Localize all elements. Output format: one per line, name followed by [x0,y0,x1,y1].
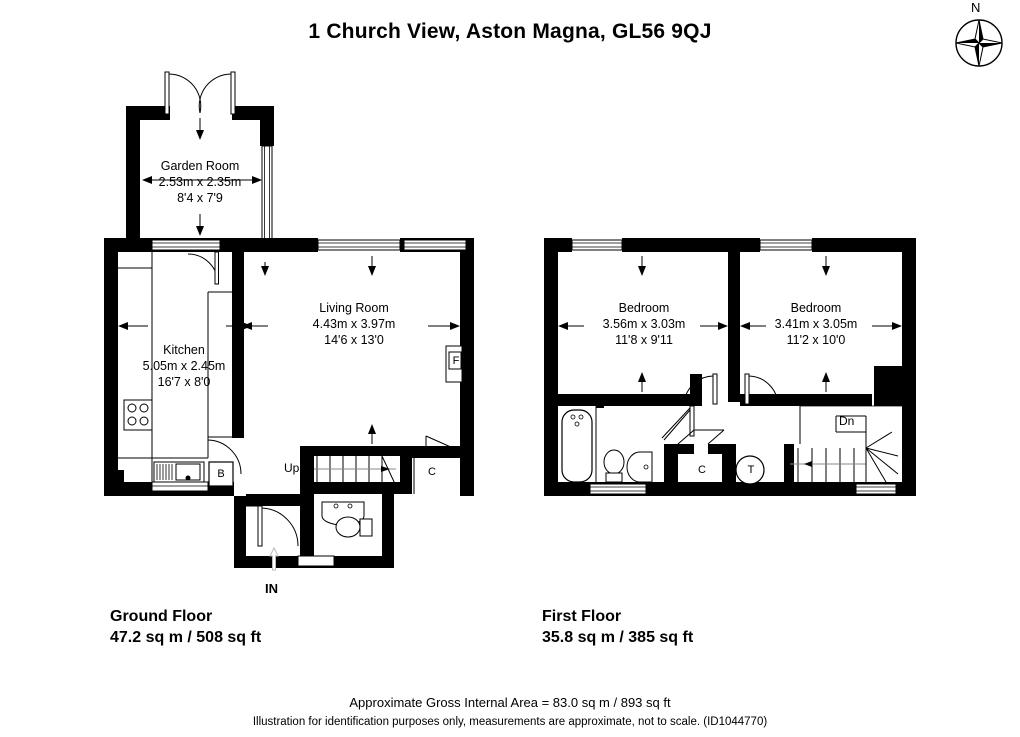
compass-rose-icon [944,2,1014,72]
room-label-bedroom-1: Bedroom 3.56m x 3.03m 11'8 x 9'11 [586,300,702,348]
marker-cupboard-ground: C [428,466,436,478]
marker-stairs-down: Dn [839,414,855,428]
first-floor-plan [544,238,916,496]
room-dimensions-imperial: 16'7 x 8'0 [157,375,211,389]
room-dimensions-metric: 4.43m x 3.97m [312,317,396,331]
marker-boiler: B [217,468,225,480]
room-dimensions-metric: 5.05m x 2.45m [142,359,226,373]
disclaimer-text: Illustration for identification purposes… [252,716,768,728]
room-dimensions-metric: 2.53m x 2.35m [158,175,242,189]
floor-name: First Floor [542,608,622,625]
room-name: Bedroom [618,301,670,315]
marker-cupboard-first: C [698,464,706,476]
room-name: Bedroom [790,301,842,315]
marker-fridge: F [452,355,460,367]
marker-entrance: IN [265,581,278,596]
room-label-bedroom-2: Bedroom 3.41m x 3.05m 11'2 x 10'0 [758,300,874,348]
ground-floor-title: Ground Floor 47.2 sq m / 508 sq ft [110,606,261,648]
floor-area: 47.2 sq m / 508 sq ft [110,629,262,646]
room-dimensions-imperial: 11'2 x 10'0 [786,333,846,347]
room-name: Kitchen [163,343,205,357]
marker-stairs-up: Up [284,461,300,475]
room-dimensions-imperial: 8'4 x 7'9 [177,191,223,205]
floor-area: 35.8 sq m / 385 sq ft [542,629,694,646]
room-label-garden-room: Garden Room 2.53m x 2.35m 8'4 x 7'9 [144,158,256,206]
room-dimensions-imperial: 11'8 x 9'11 [615,333,673,347]
room-dimensions-metric: 3.41m x 3.05m [774,317,858,331]
ground-floor-plan [104,71,474,571]
floor-name: Ground Floor [110,608,213,625]
room-dimensions-metric: 3.56m x 3.03m [602,317,686,331]
first-floor-title: First Floor 35.8 sq m / 385 sq ft [542,606,693,648]
room-label-living-room: Living Room 4.43m x 3.97m 14'6 x 13'0 [296,300,412,348]
compass-north-label: N [971,0,981,15]
room-name: Living Room [319,301,389,315]
page-title: 1 Church View, Aston Magna, GL56 9QJ [308,20,712,43]
room-name: Garden Room [160,159,240,173]
room-label-kitchen: Kitchen 5.05m x 2.45m 16'7 x 8'0 [128,342,240,390]
gross-internal-area-text: Approximate Gross Internal Area = 83.0 s… [349,695,671,710]
room-dimensions-imperial: 14'6 x 13'0 [324,333,384,347]
footer: Approximate Gross Internal Area = 83.0 s… [0,693,1020,732]
marker-tank: T [747,464,755,476]
